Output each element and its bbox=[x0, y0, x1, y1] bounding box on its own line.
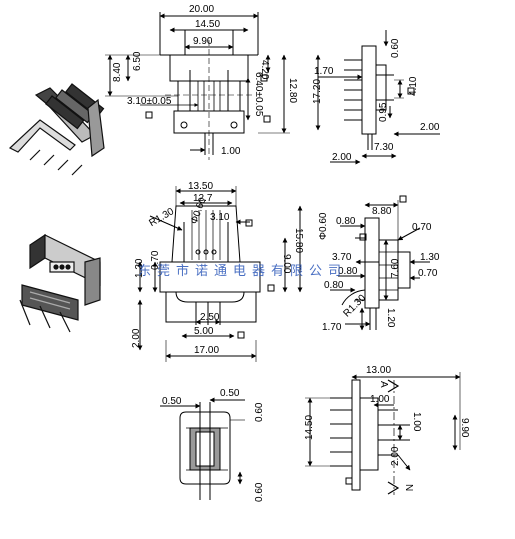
dim-7-30: 7.30 bbox=[374, 142, 394, 153]
mid-front-view bbox=[137, 186, 303, 362]
dim-3-10: 3.10 bbox=[210, 212, 230, 223]
dim-8-80: 8.80 bbox=[372, 206, 392, 217]
section-label-n: N bbox=[403, 484, 414, 491]
dim-0-60-a: 0.60 bbox=[254, 402, 265, 422]
bottom-side-view bbox=[305, 372, 461, 495]
top-side-view bbox=[315, 30, 440, 165]
dim-17-20: 17.20 bbox=[312, 79, 323, 104]
dim-14-50: 14.50 bbox=[304, 415, 315, 440]
dim-6-50: 6.50 bbox=[132, 51, 143, 71]
dim-2-00: 2.00 bbox=[390, 446, 401, 466]
dim-1-70: 1.70 bbox=[322, 322, 342, 333]
dim-1-20: 1.20 bbox=[385, 308, 396, 328]
dim-0-60: 0.60 bbox=[390, 38, 401, 58]
dim-13-00: 13.00 bbox=[366, 365, 391, 376]
dim-14-50: 14.50 bbox=[195, 19, 220, 30]
dim-15-80: 15.80 bbox=[293, 228, 304, 253]
section-label-a: A bbox=[378, 381, 389, 388]
dim-2-00: 2.00 bbox=[131, 328, 142, 348]
dim-17-00: 17.00 bbox=[194, 345, 219, 356]
bottom-small-view bbox=[160, 397, 245, 500]
dim-1-00: 1.00 bbox=[221, 146, 241, 157]
dim-0-70-a: 0.70 bbox=[412, 222, 432, 233]
mid-side-view bbox=[330, 195, 430, 331]
isometric-view-mid bbox=[19, 233, 101, 333]
dim-0-50-b: 0.50 bbox=[220, 388, 240, 399]
dim-0-50-a: 0.50 bbox=[162, 396, 182, 407]
top-front-labels: 20.00 14.50 9.90 4.20 6.50 8.40 6.40±0.0… bbox=[112, 4, 298, 157]
top-side-labels: 0.60 1.70 17.20 4.10 0.95 2.00 7.30 2.00 bbox=[312, 38, 440, 163]
dim-0-70: 0.70 bbox=[150, 250, 161, 270]
watermark-text: 东莞市诺通电器有限公司 bbox=[138, 264, 348, 279]
bottom-side-labels: 13.00 A 1.00 14.50 1.00 9.90 2.00 N bbox=[304, 365, 470, 491]
dim-2-50: 2.50 bbox=[200, 312, 220, 323]
dim-6-40: 6.40±0.05 bbox=[253, 72, 264, 117]
top-front-view bbox=[105, 12, 290, 160]
dim-20-00: 20.00 bbox=[189, 4, 214, 15]
dim-0-60-b: 0.60 bbox=[254, 482, 265, 502]
dim-5-00: 5.00 bbox=[194, 326, 214, 337]
dim-9-90: 9.90 bbox=[459, 418, 470, 438]
dim-4-10: 4.10 bbox=[408, 76, 419, 96]
dim-0-80-b: 0.80 bbox=[338, 266, 358, 277]
dim-12-80: 12.80 bbox=[287, 78, 298, 103]
dim-7-60: 7.60 bbox=[390, 258, 401, 278]
dim-2-00-right: 2.00 bbox=[420, 122, 440, 133]
dim-r1-30: R1.30 bbox=[342, 292, 369, 319]
dim-1-00: 1.00 bbox=[370, 394, 390, 405]
dim-4-20: 4.20 bbox=[259, 60, 270, 80]
dim-8-40: 8.40 bbox=[112, 62, 123, 82]
dim-1-30: 1.30 bbox=[420, 252, 440, 263]
dim-0-80-c: 0.80 bbox=[324, 280, 344, 291]
dim-3-10: 3.10±0.05 bbox=[127, 96, 172, 107]
dim-1-70: 1.70 bbox=[314, 66, 334, 77]
dim-0-95: 0.95 bbox=[378, 102, 389, 122]
dim-3-70: 3.70 bbox=[332, 252, 352, 263]
bottom-small-labels: 0.50 0.50 0.60 0.60 bbox=[162, 388, 265, 502]
dim-1-00-v: 1.00 bbox=[411, 412, 422, 432]
dim-1-20: 1.20 bbox=[134, 258, 145, 278]
dim-phi-0-60: Φ0.60 bbox=[318, 212, 329, 240]
dim-2-00-bottom: 2.00 bbox=[332, 152, 352, 163]
mid-side-labels: 8.80 Φ0.60 0.80 0.70 1.30 3.70 7.60 0.80… bbox=[318, 206, 440, 333]
dim-0-70-b: 0.70 bbox=[418, 268, 438, 279]
dim-12-7: 12.7 bbox=[193, 193, 213, 204]
isometric-view-top bbox=[8, 83, 105, 176]
dim-9-00: 9.00 bbox=[281, 254, 292, 274]
dim-13-50: 13.50 bbox=[188, 181, 213, 192]
dim-9-90: 9.90 bbox=[193, 36, 213, 47]
dim-0-80: 0.80 bbox=[336, 216, 356, 227]
